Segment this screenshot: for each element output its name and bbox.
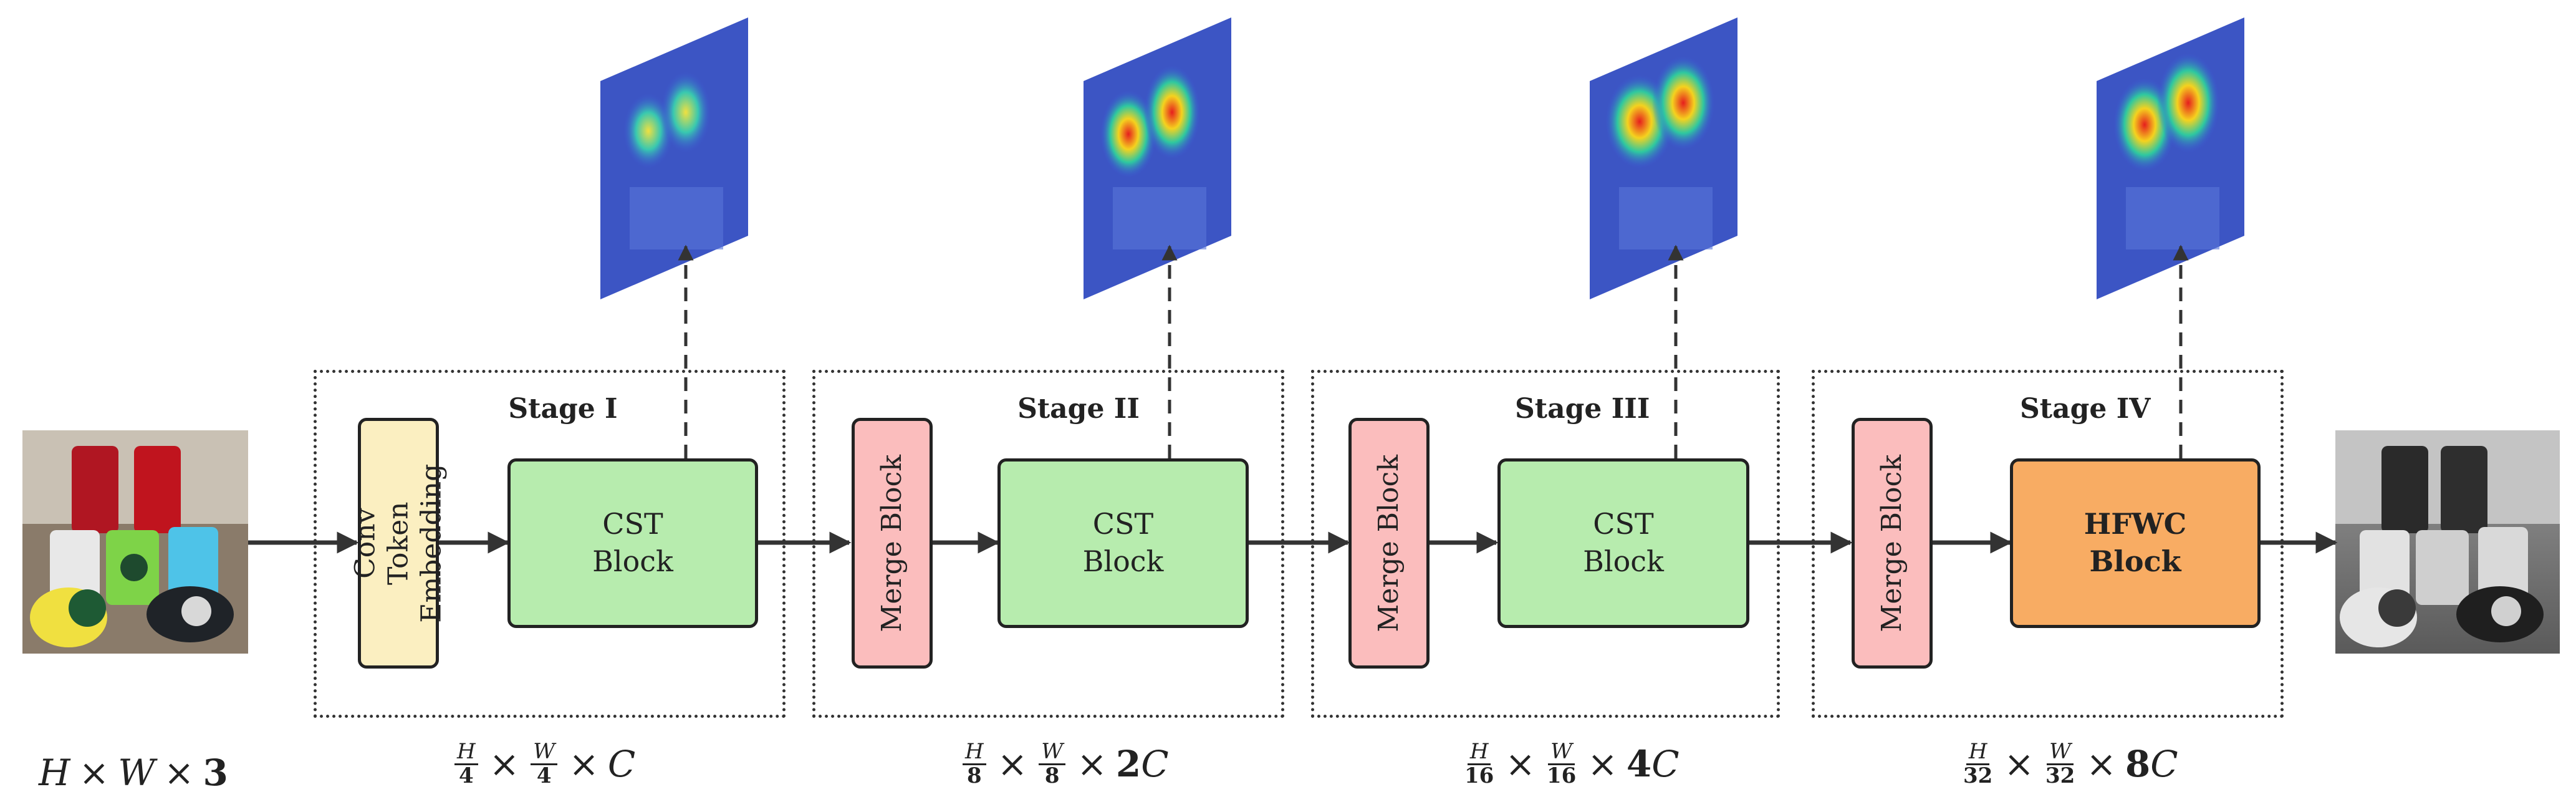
merge-block-stage-2: Merge Block [852, 418, 933, 669]
stage-3-box [1311, 370, 1780, 718]
hfwc-block-label: HFWC Block [2083, 507, 2187, 578]
merge-block-stage-4: Merge Block [1852, 418, 1933, 669]
heatmap-arrows [678, 244, 2189, 458]
cst-block-label: CST Block [1583, 507, 1664, 578]
stage-4-box [1812, 370, 2284, 718]
cst-block-stage-1: CST Block [507, 458, 758, 628]
merge-block-label: Merge Block [875, 454, 908, 632]
stage-1-title: Stage I [508, 393, 618, 425]
heatmap-stage-3 [1590, 17, 1737, 299]
conv-token-embedding-label: Conv Token Embedding [348, 463, 447, 623]
heatmap-stage-1 [600, 17, 748, 299]
output-image [2335, 430, 2560, 654]
stage-1-box [314, 370, 786, 718]
input-image [22, 430, 248, 654]
cst-block-stage-3: CST Block [1497, 458, 1749, 628]
merge-block-label: Merge Block [1875, 454, 1908, 632]
cst-block-label: CST Block [1082, 507, 1164, 578]
conv-token-embedding-block: Conv Token Embedding [349, 418, 446, 669]
stage-2-title: Stage II [1017, 393, 1140, 425]
stage-4-title: Stage IV [2020, 393, 2151, 425]
heatmap-stage-4 [2097, 17, 2244, 299]
stage-2-box [812, 370, 1284, 718]
heatmap-stage-2 [1084, 17, 1231, 299]
input-dims-label: H×W×3 [39, 752, 228, 794]
hfwc-block: HFWC Block [2010, 458, 2261, 628]
cst-block-label: CST Block [592, 507, 673, 578]
merge-block-label: Merge Block [1372, 454, 1405, 632]
cst-block-stage-2: CST Block [997, 458, 1249, 628]
merge-block-stage-3: Merge Block [1348, 418, 1430, 669]
stage-3-title: Stage III [1515, 393, 1650, 425]
